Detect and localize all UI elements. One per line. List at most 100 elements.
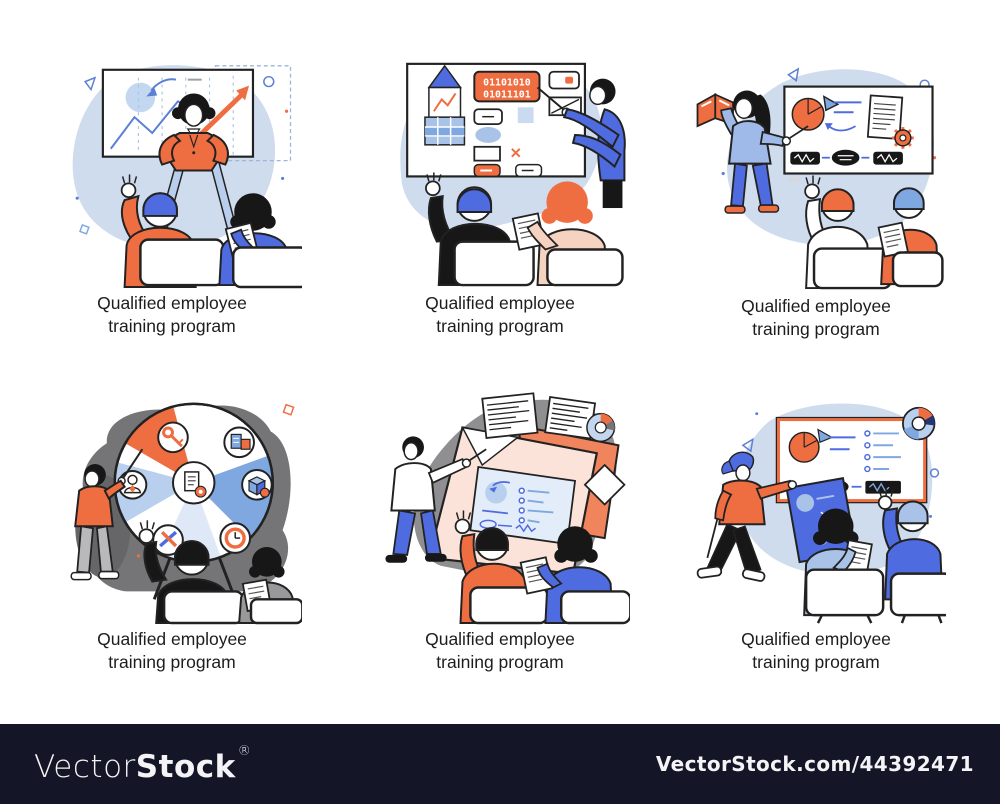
caption: Qualified employee training program	[686, 295, 946, 341]
student-right	[218, 193, 302, 289]
black-cap	[475, 527, 509, 551]
cube-icon	[241, 468, 273, 501]
clock-icon	[219, 522, 252, 554]
binary-line1: 01101010	[483, 78, 531, 89]
student-center	[138, 520, 245, 625]
illustration-cell-6: Qualified employee training program	[686, 388, 946, 674]
decor-shapes	[741, 412, 940, 518]
sweater	[728, 120, 772, 165]
checklist	[518, 487, 554, 524]
chair-back	[889, 572, 946, 617]
caption-line1: Qualified employee	[741, 296, 891, 316]
dot	[721, 171, 725, 176]
student-left	[454, 510, 549, 625]
orange-beanie	[820, 188, 855, 213]
pointer-stick	[467, 448, 487, 462]
binary-line2: 01011101	[483, 89, 531, 100]
illustration-presentation-board	[385, 392, 630, 625]
document-gear-icon	[172, 461, 216, 505]
illustration-cell-5: Qualified employee training program	[370, 388, 630, 674]
chair-back	[249, 598, 302, 625]
person-icon	[117, 469, 148, 500]
square-icon	[79, 224, 90, 235]
binary-code-box: 01101010 01011101	[473, 70, 541, 103]
arrow-icon	[489, 486, 498, 493]
triangle-icon	[741, 437, 754, 453]
cross-icon	[511, 148, 521, 158]
torso	[74, 485, 114, 528]
caption: Qualified employee training program	[370, 628, 630, 674]
student-right	[519, 526, 630, 625]
caption-line2: training program	[108, 652, 236, 672]
circle-chart-icon	[125, 82, 156, 113]
student-right	[238, 546, 302, 625]
square-icon	[282, 403, 295, 416]
chair-back	[546, 248, 624, 287]
gear-icon	[892, 127, 914, 149]
illustration-cell-3: Qualified employee training program	[686, 55, 946, 341]
caption: Qualified employee training program	[370, 292, 630, 338]
pencil-diagram-icon	[424, 64, 466, 146]
pointer-stick	[121, 448, 144, 480]
caption-line2: training program	[436, 316, 564, 336]
face	[735, 464, 751, 482]
caption-line1: Qualified employee	[741, 629, 891, 649]
student-center	[803, 508, 885, 624]
open-book-icon	[696, 92, 734, 128]
student-right	[877, 487, 946, 624]
caption: Qualified employee training program	[42, 628, 302, 674]
presenter	[696, 451, 797, 582]
whiteboard	[783, 85, 934, 182]
raised-hand-icon	[120, 174, 138, 199]
pie-chart-icon	[791, 95, 856, 132]
triangle-icon	[787, 67, 800, 82]
caption-line1: Qualified employee	[97, 293, 247, 313]
pencils-icon	[152, 524, 184, 556]
face	[403, 442, 419, 461]
illustration-cell-4: Qualified employee training program	[42, 388, 302, 674]
raised-hand-icon	[138, 520, 155, 544]
caption-line2: training program	[436, 652, 564, 672]
dot	[281, 176, 285, 180]
presenter	[158, 93, 229, 172]
presenter	[696, 90, 809, 214]
raised-hand-icon	[454, 510, 472, 535]
orange-hair	[546, 181, 588, 223]
student-center	[804, 175, 893, 290]
arrow-down-icon	[146, 78, 177, 97]
watermark-bar: VectorStock® VectorStock.com/44392471	[0, 724, 1000, 804]
caption: Qualified employee training program	[686, 628, 946, 674]
face	[734, 97, 754, 119]
blue-cap	[893, 187, 925, 211]
key-icon	[157, 421, 189, 454]
raised-hand-icon	[877, 487, 894, 510]
blue-cap	[142, 192, 178, 217]
caption: Qualified employee training program	[42, 292, 302, 338]
triangle-icon	[83, 76, 97, 92]
presenter	[70, 448, 144, 581]
illustration-book-trainer	[696, 67, 944, 290]
circle-icon	[263, 75, 275, 88]
dot	[284, 109, 289, 113]
registered-mark: ®	[237, 743, 252, 759]
chair-back	[812, 247, 893, 290]
illustration-cell-2: 01101010 01011101	[370, 52, 630, 338]
caption-line1: Qualified employee	[425, 629, 575, 649]
dot	[136, 554, 141, 558]
notes-icon	[223, 426, 255, 459]
dot	[929, 514, 933, 518]
donut-chart-icon	[902, 406, 936, 441]
blue-beanie	[456, 188, 493, 213]
illustration-cell-1: Qualified employee training program	[42, 52, 302, 338]
raised-hand-icon	[804, 175, 821, 200]
chair-back	[231, 246, 302, 289]
black-beanie	[173, 540, 210, 566]
pointer-stick	[706, 519, 719, 559]
face	[84, 470, 100, 488]
illustration-trainer-whiteboard-chart	[72, 65, 302, 289]
brand-bold: Stock	[135, 748, 236, 785]
dot	[932, 156, 937, 160]
pie-chart-icon	[788, 428, 834, 463]
presenter	[385, 436, 487, 563]
